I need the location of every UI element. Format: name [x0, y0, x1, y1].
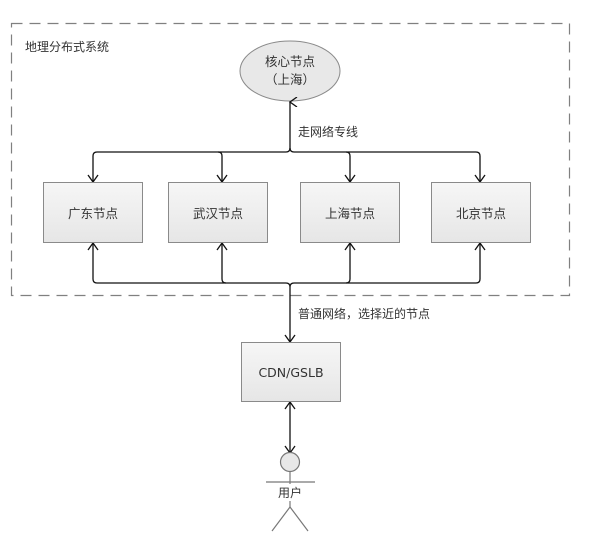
node-label: 武汉节点: [192, 206, 243, 221]
edge-dedicated-shanghai: [345, 151, 351, 182]
edge-public-wuhan: [221, 243, 227, 284]
edge-label-public: 普通网络，选择近的节点: [298, 307, 431, 321]
gateway-cdn-gslb: CDN/GSLB: [241, 342, 341, 402]
core-node: 核心节点 （上海）: [240, 53, 340, 89]
core-node-label: 核心节点: [264, 54, 315, 69]
actor-label: 用户: [278, 484, 303, 501]
node-label: 广东节点: [67, 206, 118, 221]
node-wuhan: 武汉节点: [168, 182, 268, 243]
user-actor-icon: [266, 451, 315, 532]
arrow-up-guangdong: [87, 241, 99, 251]
node-label: 北京节点: [455, 206, 506, 221]
node-guangdong: 广东节点: [43, 182, 143, 243]
container-title: 地理分布式系统: [25, 40, 110, 54]
node-shanghai: 上海节点: [300, 182, 400, 243]
core-node-sublabel: （上海）: [264, 72, 315, 87]
arrow-up-cdn: [284, 400, 296, 410]
arrow-up-beijing: [474, 241, 486, 251]
edge-public-shanghai: [345, 243, 351, 284]
edge-dedicated-branch: [92, 147, 481, 182]
gateway-label: CDN/GSLB: [258, 364, 324, 380]
arrow-up-shanghai: [344, 241, 356, 251]
edge-label-dedicated: 走网络专线: [298, 125, 359, 139]
arrow-up-wuhan: [216, 241, 228, 251]
edge-public-branch: [92, 243, 481, 288]
node-beijing: 北京节点: [431, 182, 531, 243]
edge-dedicated-wuhan: [217, 151, 223, 182]
node-label: 上海节点: [324, 206, 375, 221]
